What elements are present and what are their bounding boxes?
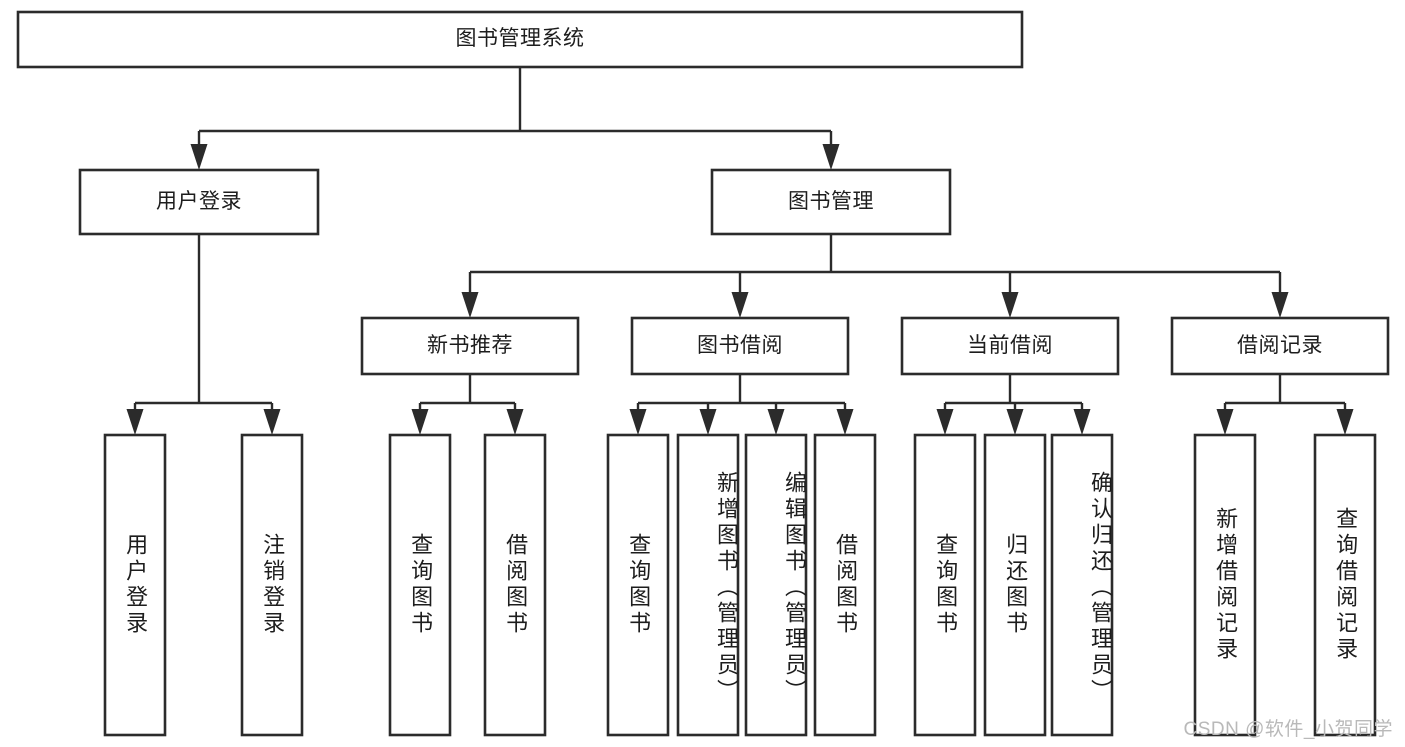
- root-arrow-0: [190, 144, 208, 170]
- csdn-watermark: CSDN @软件_小贺同学: [1183, 719, 1393, 740]
- user-login-arrow-0: [126, 409, 144, 435]
- connectors-layer: [126, 67, 1354, 435]
- node-box-leaf-logout[interactable]: [240, 433, 304, 737]
- book-borrow-arrow-0: [629, 409, 647, 435]
- node-box-leaf-return-book[interactable]: [983, 433, 1047, 737]
- borrow-record-arrow-1: [1336, 409, 1354, 435]
- node-box-borrow-record[interactable]: [1170, 316, 1390, 376]
- node-box-leaf-query-book-2[interactable]: [606, 433, 670, 737]
- book-manage-arrow-2: [1001, 292, 1019, 318]
- node-box-leaf-confirm-return[interactable]: [1050, 433, 1114, 737]
- book-manage-arrow-3: [1271, 292, 1289, 318]
- node-box-leaf-query-book-1[interactable]: [388, 433, 452, 737]
- node-box-leaf-add-book[interactable]: [676, 433, 740, 737]
- new-book-recommend-arrow-1: [506, 409, 524, 435]
- node-box-user-login[interactable]: [78, 168, 320, 236]
- book-borrow-arrow-3: [836, 409, 854, 435]
- node-box-leaf-borrow-book-1[interactable]: [483, 433, 547, 737]
- node-box-new-book-recommend[interactable]: [360, 316, 580, 376]
- borrow-record-arrow-0: [1216, 409, 1234, 435]
- new-book-recommend-arrow-0: [411, 409, 429, 435]
- current-borrow-arrow-2: [1073, 409, 1091, 435]
- node-box-leaf-query-record[interactable]: [1313, 433, 1377, 737]
- current-borrow-arrow-1: [1006, 409, 1024, 435]
- book-manage-arrow-1: [731, 292, 749, 318]
- node-box-leaf-borrow-book-2[interactable]: [813, 433, 877, 737]
- node-box-leaf-add-record[interactable]: [1193, 433, 1257, 737]
- current-borrow-arrow-0: [936, 409, 954, 435]
- node-box-current-borrow[interactable]: [900, 316, 1120, 376]
- boxes-layer: [16, 10, 1390, 737]
- node-box-book-manage[interactable]: [710, 168, 952, 236]
- book-manage-arrow-0: [461, 292, 479, 318]
- book-borrow-arrow-1: [699, 409, 717, 435]
- book-borrow-arrow-2: [767, 409, 785, 435]
- root-arrow-1: [822, 144, 840, 170]
- node-box-book-borrow[interactable]: [630, 316, 850, 376]
- user-login-arrow-1: [263, 409, 281, 435]
- node-box-leaf-user-login[interactable]: [103, 433, 167, 737]
- node-box-leaf-edit-book[interactable]: [744, 433, 808, 737]
- node-box-root[interactable]: [16, 10, 1024, 69]
- node-box-leaf-query-book-3[interactable]: [913, 433, 977, 737]
